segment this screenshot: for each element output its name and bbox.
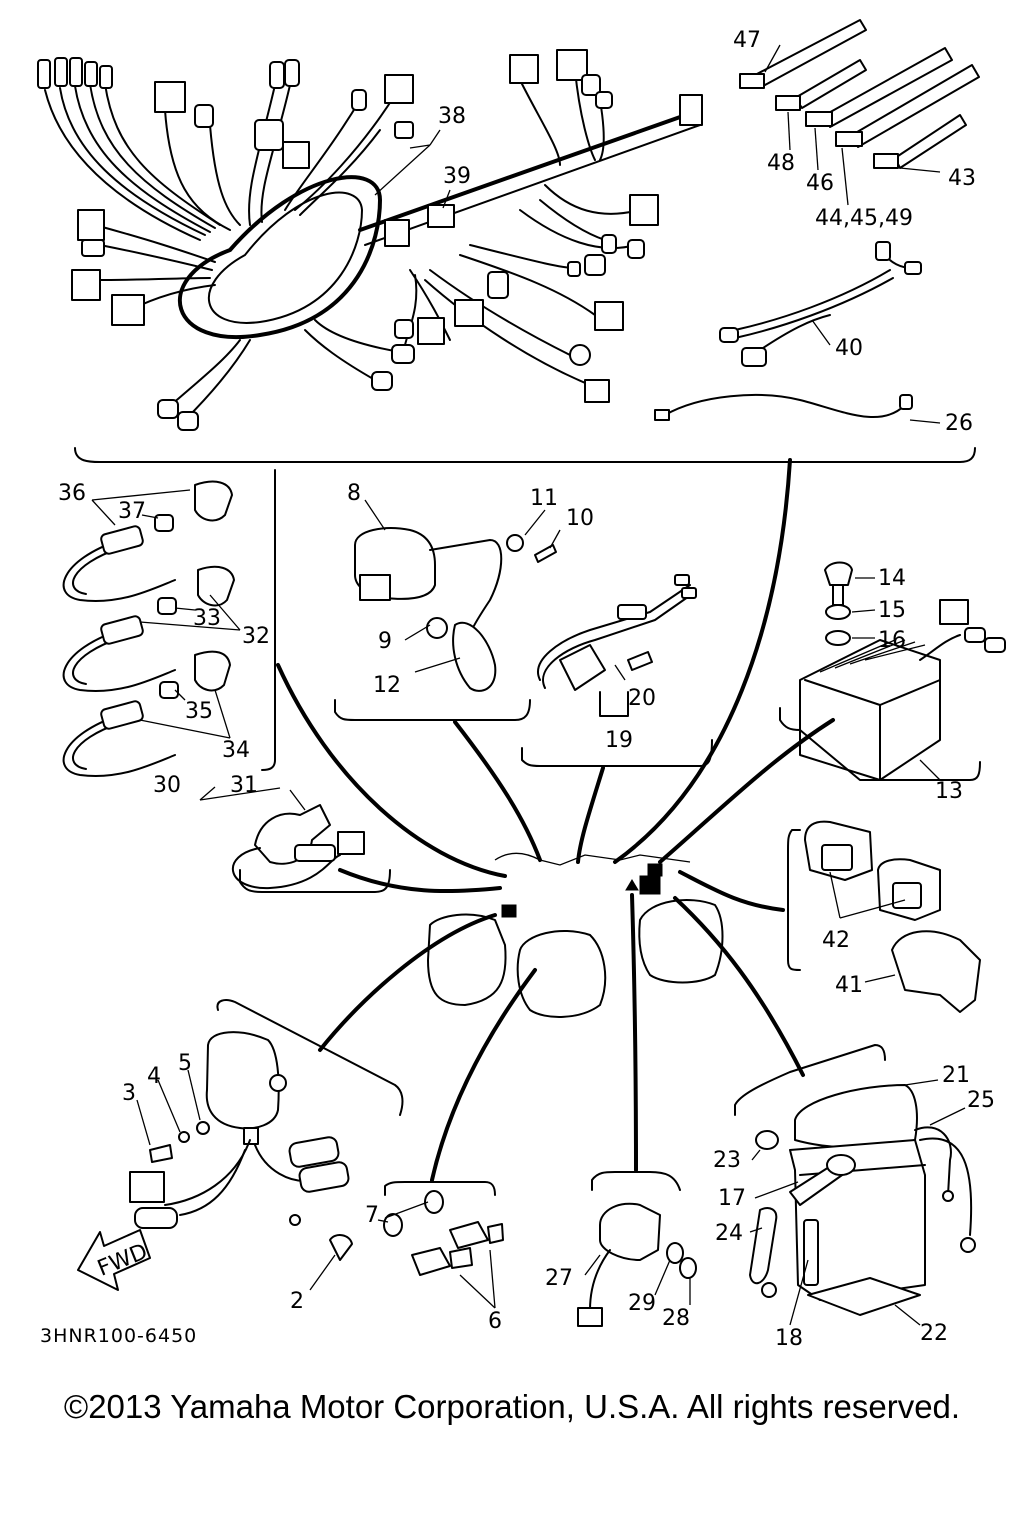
callout-27: 27	[545, 1266, 573, 1291]
callout-24: 24	[715, 1221, 743, 1246]
callout-44-45-49: 44,45,49	[815, 206, 913, 231]
callout-10: 10	[566, 506, 594, 531]
vehicle-outline	[427, 852, 724, 1018]
callout-36: 36	[58, 481, 86, 506]
callout-17: 17	[718, 1186, 746, 1211]
wire-ties	[739, 19, 980, 206]
sub-harness	[654, 241, 941, 424]
callout-16: 16	[878, 628, 906, 653]
callout-28: 28	[662, 1306, 690, 1331]
connector-covers	[787, 820, 981, 1013]
callout-32: 32	[242, 624, 270, 649]
callout-30: 30	[153, 773, 181, 798]
sensors	[62, 469, 276, 777]
switch-30-31	[199, 786, 391, 893]
callout-37: 37	[118, 499, 146, 524]
callout-15: 15	[878, 598, 906, 623]
battery	[734, 1044, 976, 1326]
callout-43: 43	[948, 166, 976, 191]
callout-13: 13	[935, 779, 963, 804]
callout-12: 12	[373, 673, 401, 698]
copyright-notice: ©2013 Yamaha Motor Corporation, U.S.A. A…	[64, 1388, 960, 1425]
wire-harness	[37, 49, 703, 431]
callout-2: 2	[290, 1289, 304, 1314]
callout-23: 23	[713, 1148, 741, 1173]
starter-relay	[521, 574, 713, 767]
callout-19: 19	[605, 728, 633, 753]
callout-21: 21	[942, 1063, 970, 1088]
callout-42: 42	[822, 928, 850, 953]
plug-connectors	[377, 1181, 504, 1309]
neutral-switch	[577, 1171, 697, 1327]
ignition-coil	[334, 499, 561, 721]
callout-47: 47	[733, 28, 761, 53]
callout-22: 22	[920, 1321, 948, 1346]
callout-48: 48	[767, 151, 795, 176]
callout-39: 39	[443, 164, 471, 189]
callout-6: 6	[488, 1309, 502, 1334]
callout-3: 3	[122, 1081, 136, 1106]
fwd-arrow: FWD	[77, 1229, 151, 1291]
callout-31: 31	[230, 773, 258, 798]
callout-8: 8	[347, 481, 361, 506]
harness-bracket	[74, 447, 976, 463]
callout-11: 11	[530, 486, 558, 511]
callout-38: 38	[438, 104, 466, 129]
callout-18: 18	[775, 1326, 803, 1351]
callout-26: 26	[945, 411, 973, 436]
callout-20: 20	[628, 686, 656, 711]
callout-40: 40	[835, 336, 863, 361]
callout-33: 33	[193, 606, 221, 631]
callout-5: 5	[178, 1051, 192, 1076]
callout-41: 41	[835, 973, 863, 998]
callout-35: 35	[185, 699, 213, 724]
callout-7: 7	[365, 1203, 379, 1228]
cdi-unit	[129, 999, 404, 1291]
callout-34: 34	[222, 738, 250, 763]
callout-29: 29	[628, 1291, 656, 1316]
callout-labels: 38 39 47 48 46 43 44,45,49 40 26 36 37 3…	[58, 28, 995, 1351]
drawing-code: 3HNR100-6450	[40, 1325, 197, 1347]
callout-46: 46	[806, 171, 834, 196]
callout-14: 14	[878, 566, 906, 591]
callout-25: 25	[967, 1088, 995, 1113]
rectifier-regulator	[779, 561, 1006, 781]
callout-9: 9	[378, 629, 392, 654]
callout-4: 4	[147, 1064, 161, 1089]
leader-lines	[276, 458, 835, 1182]
